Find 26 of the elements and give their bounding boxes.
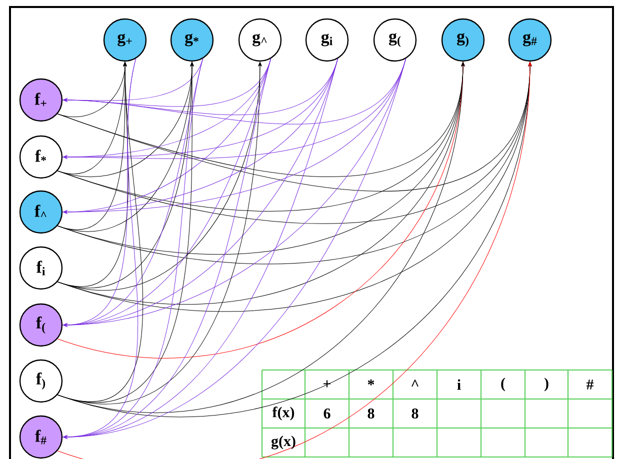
table-cell-text: #	[586, 380, 594, 390]
circle-node: f$_{*}$	[19, 135, 63, 179]
table-cell-text: 8	[412, 408, 418, 419]
circle-node: g$_{*}$	[170, 18, 214, 62]
circle-node: f$_{)}$	[19, 359, 63, 403]
circle-node: g$_{(}$	[373, 18, 417, 62]
circle-node: g$_{i}$	[305, 18, 349, 62]
table-cell-text: (	[501, 378, 506, 392]
arrow	[63, 58, 406, 439]
circle-node: g$_{^}$	[238, 18, 282, 62]
circle-node: f$_{^}$	[19, 190, 63, 234]
circle-node: f$_{#}$	[19, 415, 63, 459]
circle-node: g$_{+}$	[103, 18, 147, 62]
circle-node: f$_{i}$	[19, 246, 63, 290]
table-cell-text: i	[457, 379, 461, 390]
table-cell-text: 8	[368, 408, 374, 419]
table-cell-text: f(x)	[272, 406, 294, 420]
table-cell-text: g(x)	[271, 436, 296, 450]
table-cell-text: 6	[324, 408, 330, 419]
circle-node: g$_{#}$	[508, 18, 552, 62]
circle-node: f$_{+}$	[19, 78, 63, 122]
table-cell-text: ^	[412, 380, 418, 387]
table-cell-text: *	[368, 380, 374, 386]
table-cell-text: )	[544, 378, 548, 392]
circle-node: f$_{(}$	[19, 303, 63, 347]
circle-node: g$_{)}$	[441, 18, 485, 62]
